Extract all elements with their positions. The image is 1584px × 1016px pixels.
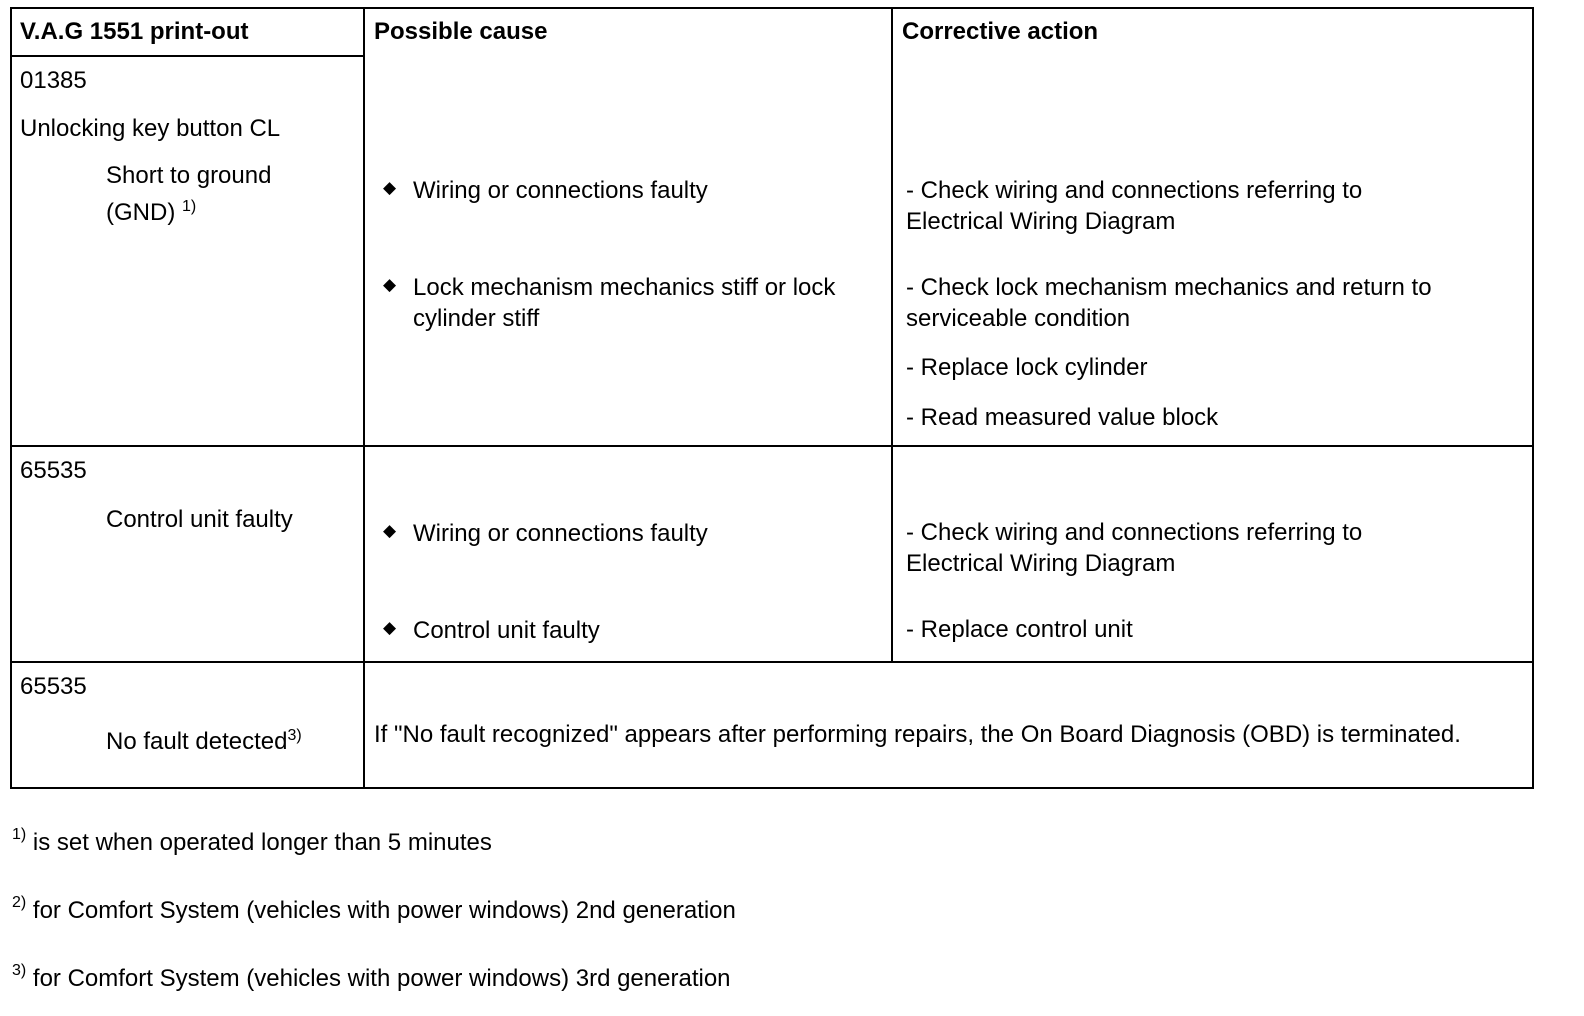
header-printout: V.A.G 1551 print-out (20, 18, 249, 45)
header-possible-cause: Possible cause (374, 18, 548, 45)
fault-type: No fault detected3) (106, 727, 302, 756)
component-name: Unlocking key button CL (20, 115, 281, 142)
row-divider-1 (10, 445, 1534, 447)
bullet-icon: ◆ (383, 521, 397, 540)
header-corrective-action: Corrective action (902, 18, 1099, 45)
footnote-ref: 1) (182, 198, 197, 215)
fault-code: 65535 (20, 673, 87, 700)
footnote-ref: 3) (287, 727, 302, 744)
column-divider-1 (363, 7, 365, 789)
bullet-icon: ◆ (383, 178, 397, 197)
cause-item: Wiring or connections faulty (413, 177, 708, 204)
row-divider-2 (10, 661, 1534, 663)
fault-type: Control unit faulty (106, 506, 293, 533)
bullet-icon: ◆ (383, 275, 397, 294)
footnote-2: 2) for Comfort System (vehicles with pow… (12, 894, 736, 925)
fault-code: 65535 (20, 457, 87, 484)
bullet-icon: ◆ (383, 618, 397, 637)
action-item: - Check lock mechanism mechanics and ret… (906, 274, 1432, 332)
cause-item: Control unit faulty (413, 617, 600, 644)
footnote-3: 3) for Comfort System (vehicles with pow… (12, 962, 731, 993)
action-item: - Read measured value block (906, 404, 1219, 431)
fault-type-line2: (GND) 1) (106, 198, 197, 227)
footnote-1: 1) is set when operated longer than 5 mi… (12, 826, 492, 857)
header-divider (10, 55, 364, 57)
table-border-bottom (10, 787, 1534, 789)
table-border-top (10, 7, 1534, 9)
cause-item: Wiring or connections faulty (413, 520, 708, 547)
column-divider-2 (891, 7, 893, 663)
fault-type-line1: Short to ground (106, 162, 272, 189)
cause-item: Lock mechanism mechanics stiff or lock c… (413, 274, 836, 332)
action-item: - Replace lock cylinder (906, 354, 1148, 381)
table-border-left (10, 7, 12, 789)
action-item: - Check wiring and connections referring… (906, 519, 1363, 577)
table-border-right (1532, 7, 1534, 789)
obd-note: If "No fault recognized" appears after p… (374, 721, 1461, 748)
fault-code: 01385 (20, 67, 87, 94)
action-item: - Check wiring and connections referring… (906, 177, 1363, 235)
diagnostic-table: V.A.G 1551 print-out Possible cause Corr… (10, 7, 1534, 789)
action-item: - Replace control unit (906, 616, 1133, 643)
